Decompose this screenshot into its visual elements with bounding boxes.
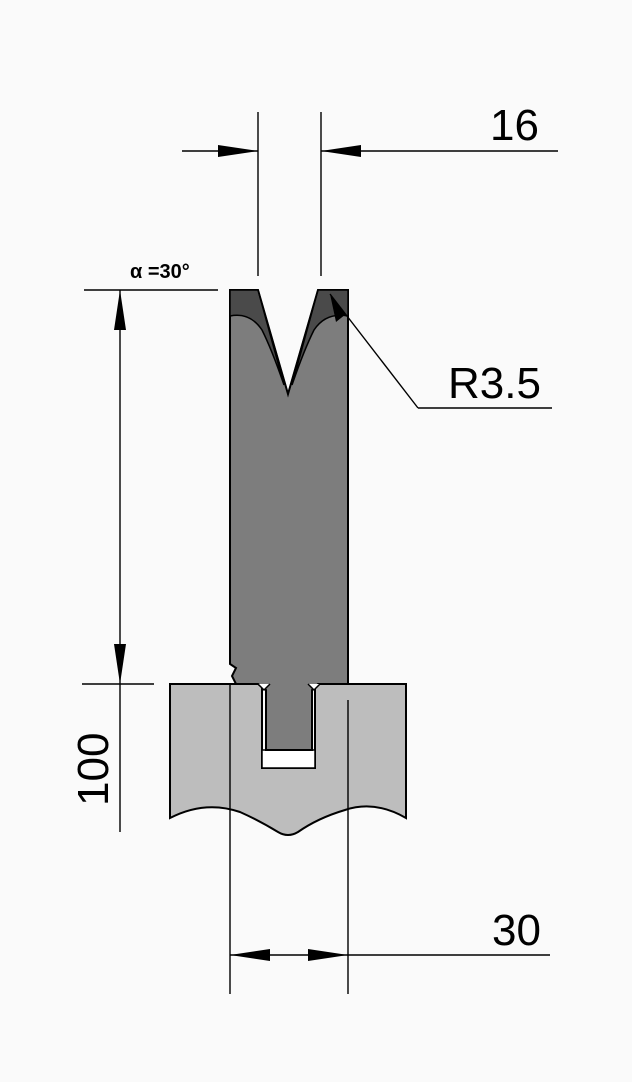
dim100-arrow-bottom: [114, 644, 126, 684]
dim16-arrow-right: [321, 145, 361, 157]
joint-notch-right: [307, 683, 321, 692]
v-notch-edge: [257, 289, 319, 397]
dim30-arrow-left: [230, 949, 270, 961]
dim100-label: 100: [69, 733, 118, 806]
radius-label: R3.5: [448, 359, 541, 408]
radius-arrow: [330, 294, 346, 322]
dim16-label: 16: [490, 101, 539, 150]
dim100-arrow-top: [114, 290, 126, 330]
joint-notch-left: [257, 683, 271, 692]
dim30-label: 30: [492, 906, 541, 955]
tool-body: [229, 289, 349, 751]
angle-label: α =30°: [130, 261, 190, 283]
slot-gap: [261, 749, 316, 769]
holder-block: [169, 683, 407, 836]
tool-tip-left: [229, 289, 285, 386]
dim16-arrow-left: [218, 145, 258, 157]
dim30-arrow-right: [308, 949, 348, 961]
